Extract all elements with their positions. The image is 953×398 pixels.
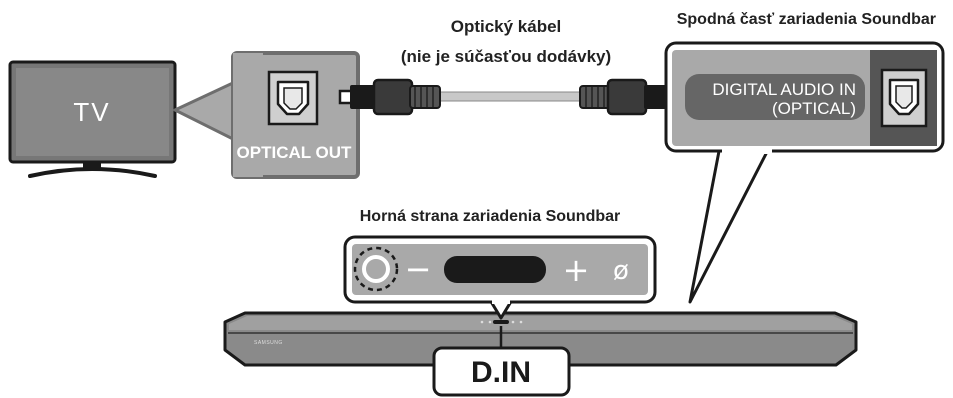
plus-button: +: [563, 251, 590, 289]
display-text: D.IN: [471, 356, 531, 389]
tv-stand-base: [28, 167, 157, 178]
tv-stand: [83, 162, 101, 170]
tv-port-box: OPTICAL OUT: [231, 51, 360, 179]
soundbar-brand: SAMSUNG: [254, 340, 283, 346]
optical-cable: [338, 78, 682, 116]
soundbar-port-box: DIGITAL AUDIO IN (OPTICAL): [664, 41, 945, 304]
tv: TV: [8, 60, 177, 178]
display-callout: D.IN: [432, 326, 571, 397]
tv-label: TV: [73, 97, 110, 127]
cable-plug-icon: [338, 78, 441, 116]
soundbar-top-label: Horná strana zariadenia Soundbar: [360, 208, 621, 225]
cable-label-line1: Optický kábel: [451, 17, 562, 36]
top-controls-callout: − + ø: [343, 235, 657, 320]
soundbar-port-label-line2: (OPTICAL): [772, 99, 856, 118]
minus-button: −: [405, 250, 432, 288]
soundbar-port-callout: [688, 144, 772, 304]
power-button-icon: [353, 246, 399, 292]
optical-port-icon: [267, 70, 319, 126]
mute-button: ø: [613, 256, 629, 286]
soundbar: SAMSUNG: [223, 311, 858, 367]
soundbar-port-label-line1: DIGITAL AUDIO IN: [712, 80, 856, 99]
optical-port-icon: [880, 68, 928, 128]
display-panel-icon: [444, 256, 546, 283]
soundbar-bottom-label: Spodná časť zariadenia Soundbar: [677, 11, 936, 28]
cable-label-line2: (nie je súčasťou dodávky): [401, 47, 611, 66]
tv-port-label: OPTICAL OUT: [237, 143, 353, 162]
tv-callout-pointer: [173, 80, 237, 142]
